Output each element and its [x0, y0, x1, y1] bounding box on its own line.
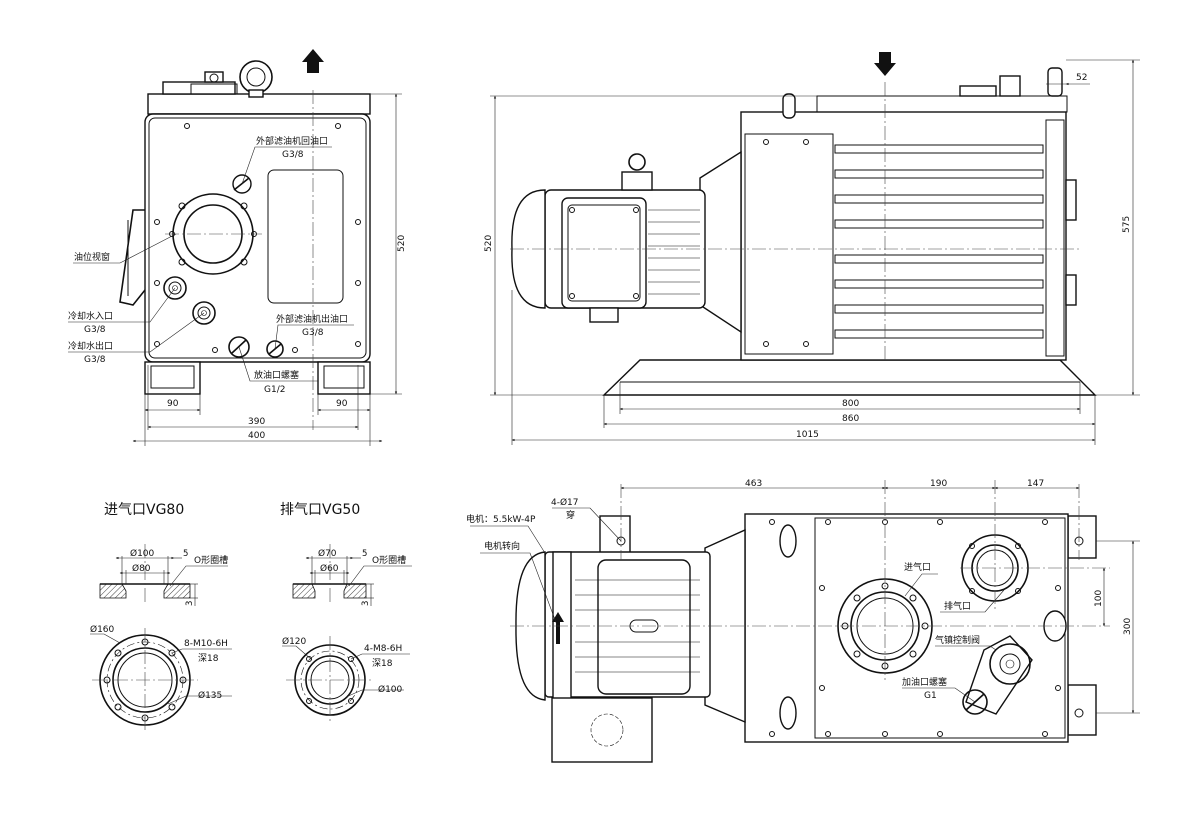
- label-drain-plug: 放油口螺塞: [254, 369, 299, 381]
- dim-52: 52: [1076, 73, 1087, 83]
- dim-390: 390: [248, 417, 265, 427]
- dim-147: 147: [1027, 479, 1044, 489]
- label-fill-plug: 加油口螺塞: [902, 676, 947, 688]
- inlet-d-outer: Ø100: [130, 548, 155, 559]
- dim-520-side: 520: [484, 235, 494, 252]
- side-dimensions: 52 575 520 800 860 1015: [484, 59, 1140, 445]
- front-dimensions: 90 90 390 400 520: [132, 93, 407, 446]
- exhaust-d-bolt-circle: Ø100: [378, 684, 403, 695]
- motor-fins-top: [575, 579, 700, 673]
- exhaust-bolt-holes: [306, 656, 354, 704]
- top-inlet-bolts: [841, 582, 929, 670]
- label-ext-filter-return: 外部滤油机回油口: [256, 135, 328, 147]
- inlet-groove-label: O形圈槽: [194, 554, 228, 566]
- motor-fins-side: [648, 209, 700, 295]
- top-labels: 4-Ø17 穿 电机：5.5kW-4P 电机转向 进气口 排气口 气镇控制阀 加…: [466, 497, 1005, 703]
- label-holes: 4-Ø17: [551, 497, 579, 508]
- label-fill-plug-size: G1: [924, 691, 937, 701]
- top-body-bolts: [769, 519, 1061, 737]
- dim-575: 575: [1122, 216, 1132, 233]
- label-holes-through: 穿: [566, 509, 575, 521]
- inlet-d-bolt-circle: Ø135: [198, 690, 222, 701]
- inlet-d-inner: Ø80: [132, 563, 151, 574]
- dim-463: 463: [745, 479, 762, 489]
- inlet-d-flange: Ø160: [90, 624, 115, 635]
- label-cool-in-size: G3/8: [84, 325, 106, 335]
- inlet-bolt-depth: 深18: [198, 653, 219, 664]
- label-exhaust: 排气口: [944, 600, 971, 612]
- label-ext-filter-out: 外部滤油机出油口: [276, 313, 348, 325]
- dim-300: 300: [1123, 618, 1133, 635]
- label-oil-sight: 油位视窗: [74, 251, 110, 263]
- dim-520-front: 520: [397, 235, 407, 252]
- inlet-groove-w: 5: [183, 549, 188, 559]
- exhaust-d-inner: Ø60: [320, 563, 339, 574]
- dim-1015: 1015: [796, 430, 819, 440]
- inlet-flange-title: 进气口VG80: [104, 502, 184, 518]
- label-gas-ballast: 气镇控制阀: [935, 634, 980, 646]
- label-ext-filter-return-size: G3/8: [282, 150, 304, 160]
- inlet-bolt-spec: 8-M10-6H: [184, 639, 228, 649]
- top-view: 463 190 147 100 300 4-Ø17 穿 电机：5.5kW-4P …: [466, 479, 1140, 763]
- label-cool-out: 冷却水出口: [68, 340, 113, 352]
- exhaust-bolt-spec: 4-M8-6H: [364, 644, 402, 654]
- label-motor: 电机：5.5kW-4P: [466, 513, 536, 525]
- side-fins: [834, 144, 1044, 339]
- dim-90-left: 90: [167, 399, 179, 409]
- dim-90-right: 90: [336, 399, 348, 409]
- exhaust-groove-w: 5: [362, 549, 367, 559]
- dim-860: 860: [842, 414, 859, 424]
- inlet-flange-detail: 进气口VG80 Ø100 Ø80 5 O形圈槽 3: [90, 502, 232, 732]
- front-bolts: [154, 123, 361, 353]
- label-motor-rotation: 电机转向: [484, 540, 520, 552]
- label-cool-out-size: G3/8: [84, 355, 106, 365]
- exhaust-groove-label: O形圈槽: [372, 554, 406, 566]
- top-dimensions: 463 190 147 100 300: [620, 479, 1140, 714]
- dim-800: 800: [842, 399, 859, 409]
- side-view: 52 575 520 800 860 1015: [484, 52, 1140, 445]
- inlet-groove-depth: 3: [185, 601, 195, 606]
- dim-100: 100: [1094, 590, 1104, 607]
- label-inlet: 进气口: [904, 561, 931, 573]
- dim-400: 400: [248, 431, 265, 441]
- exhaust-flange-detail: 排气口VG50 Ø70 Ø60 5 O形圈槽 3 Ø120 4-M: [280, 502, 412, 724]
- label-cool-in: 冷却水入口: [68, 310, 113, 322]
- label-ext-filter-out-size: G3/8: [302, 328, 324, 338]
- exhaust-d-outer: Ø70: [318, 548, 337, 559]
- exhaust-flange-title: 排气口VG50: [280, 502, 360, 518]
- front-labels: 外部滤油机回油口 G3/8 油位视窗 冷却水入口 G3/8 冷却水出口 G3/8…: [68, 135, 354, 395]
- front-view: 90 90 390 400 520 外部滤油机回油口 G3/8 油位视窗 冷却水…: [68, 49, 407, 446]
- dim-190: 190: [930, 479, 947, 489]
- label-drain-plug-size: G1/2: [264, 385, 285, 395]
- exhaust-d-flange: Ø120: [282, 636, 307, 647]
- exhaust-groove-depth: 3: [361, 601, 371, 606]
- exhaust-bolt-depth: 深18: [372, 658, 393, 669]
